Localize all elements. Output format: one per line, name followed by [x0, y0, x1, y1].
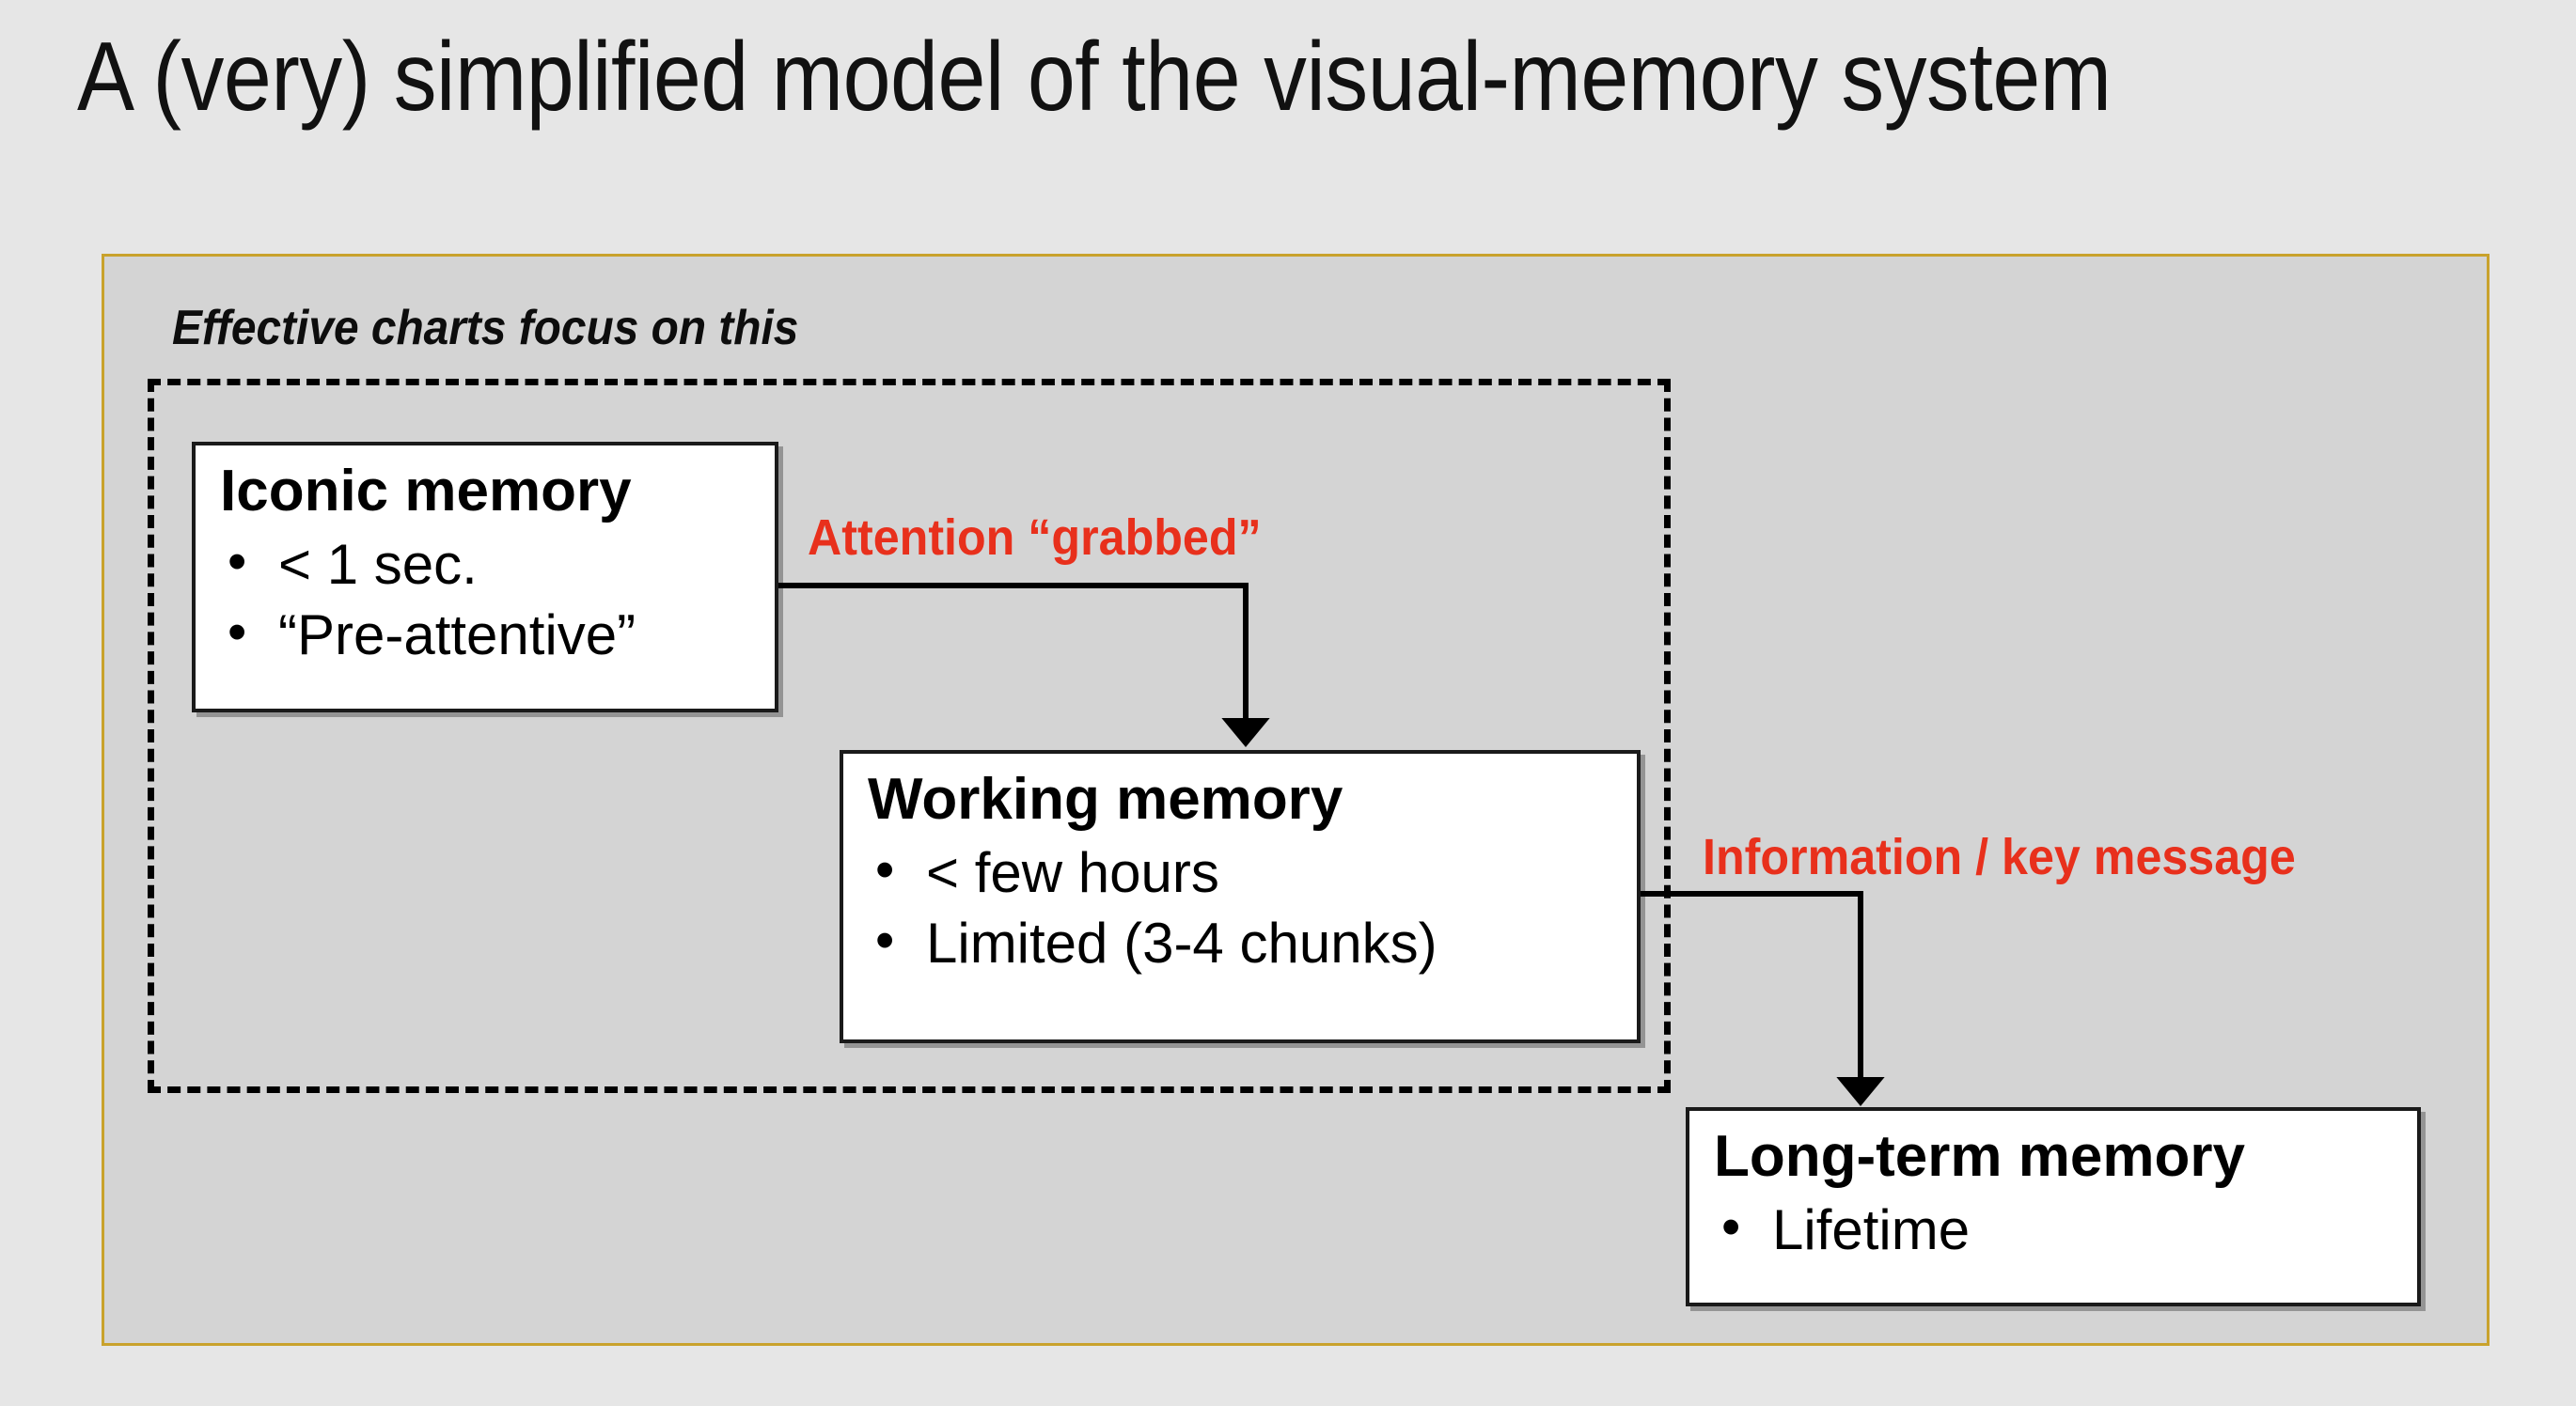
- node-long-term-memory-bullets: Lifetime: [1714, 1193, 2393, 1266]
- diagram-panel: Effective charts focus on this Attention…: [102, 254, 2490, 1346]
- list-item: < few hours: [868, 836, 1612, 909]
- node-working-memory-title: Working memory: [868, 767, 1343, 832]
- list-item: Lifetime: [1714, 1193, 2393, 1266]
- dashed-focus-region: [148, 379, 1671, 1093]
- connector-label-information-key-message: Information / key message: [1703, 829, 2296, 885]
- node-long-term-memory-title: Long-term memory: [1714, 1124, 2245, 1189]
- list-item: Limited (3-4 chunks): [868, 906, 1612, 979]
- node-iconic-memory-title: Iconic memory: [220, 459, 632, 523]
- node-working-memory-bullets: < few hours Limited (3-4 chunks): [868, 836, 1612, 979]
- page-title: A (very) simplified model of the visual-…: [77, 23, 2112, 132]
- node-working-memory[interactable]: Working memory < few hours Limited (3-4 …: [840, 750, 1641, 1043]
- node-long-term-memory[interactable]: Long-term memory Lifetime: [1686, 1107, 2421, 1306]
- dashed-region-caption: Effective charts focus on this: [172, 301, 799, 355]
- node-iconic-memory[interactable]: Iconic memory < 1 sec. “Pre-attentive”: [192, 442, 778, 712]
- connector-label-attention-grabbed: Attention “grabbed”: [808, 509, 1262, 566]
- connector-working-to-longterm: [1641, 891, 1885, 1106]
- node-iconic-memory-bullets: < 1 sec. “Pre-attentive”: [220, 527, 750, 671]
- list-item: “Pre-attentive”: [220, 598, 750, 671]
- list-item: < 1 sec.: [220, 527, 750, 601]
